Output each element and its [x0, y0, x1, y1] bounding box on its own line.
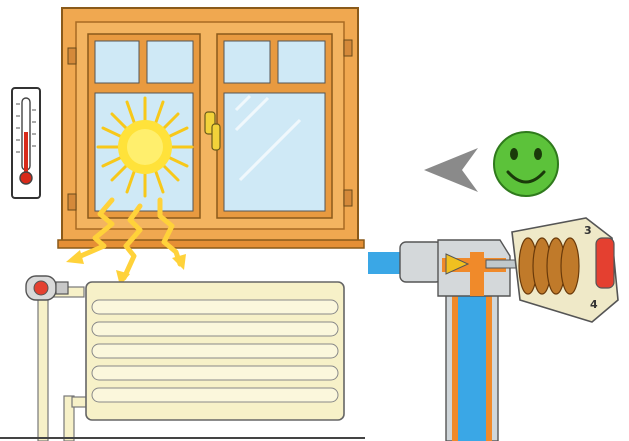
valve-scale-mark: 3: [584, 224, 592, 237]
smiley-icon: [494, 132, 558, 196]
valve-scale-mark: 4: [590, 298, 598, 311]
valve-icon: 3 4: [365, 214, 629, 441]
radiator: [26, 276, 344, 441]
pointer-arrow-icon: [424, 148, 478, 192]
bellows: [519, 238, 579, 294]
thermometer-icon: [12, 88, 40, 198]
sun-icon: [98, 98, 192, 196]
